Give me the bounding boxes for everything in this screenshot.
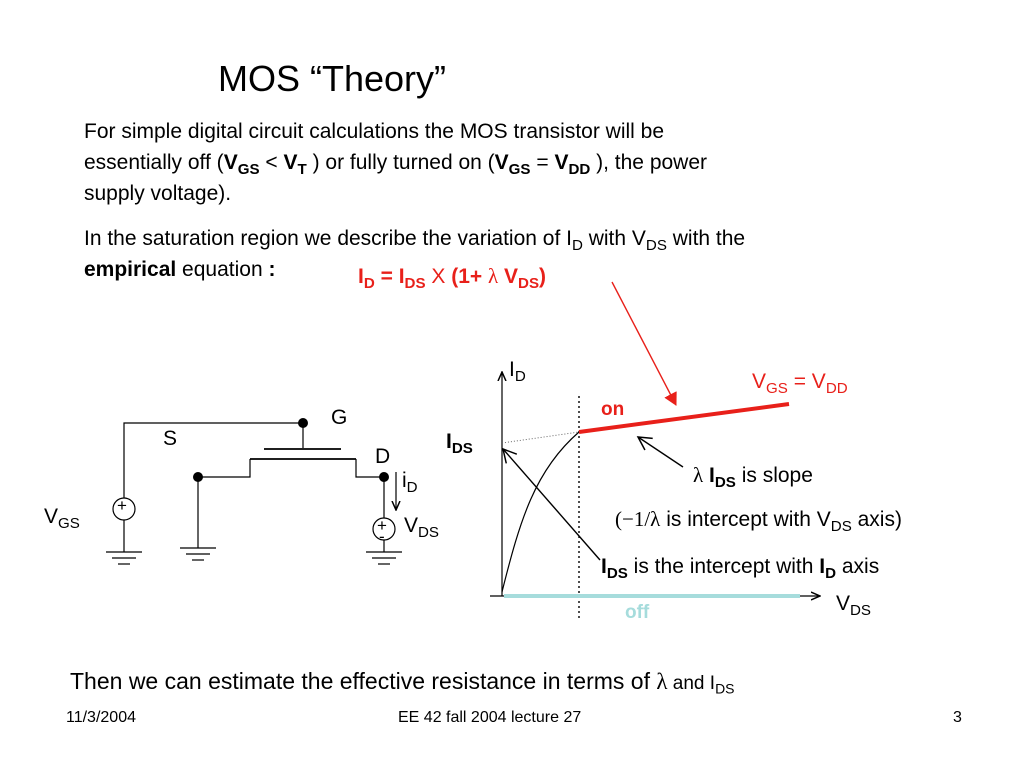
linear-region-curve bbox=[501, 431, 580, 593]
vgs-source-label: VGS bbox=[44, 505, 80, 532]
vds-axis-label: VDS bbox=[836, 592, 872, 619]
vdd-symbol: VDD bbox=[554, 151, 591, 178]
intro-line-3: supply voltage). bbox=[84, 182, 232, 205]
intro-line-2: essentially off (VGS < VT ) or fully tur… bbox=[84, 147, 707, 178]
lambda-symbol: λ bbox=[656, 669, 668, 694]
intro-text: essentially off ( bbox=[84, 151, 224, 174]
source-node bbox=[193, 472, 203, 482]
vds-plus-sign: + bbox=[377, 516, 387, 535]
drain-lead bbox=[355, 459, 384, 478]
gate-label: G bbox=[331, 406, 348, 429]
mosfet-circuit bbox=[106, 422, 402, 565]
ids-axis-label: IDS bbox=[446, 430, 473, 457]
slide-title: MOS “Theory” bbox=[218, 58, 447, 99]
saturation-paragraph: In the saturation region we describe the… bbox=[84, 223, 745, 285]
id-current-label: iD bbox=[402, 469, 418, 496]
vds-minus-sign: - bbox=[379, 527, 385, 546]
conclusion-text: Then we can estimate the effective resis… bbox=[70, 668, 735, 697]
footer-date: 11/3/2004 bbox=[66, 709, 136, 726]
empirical-word: empirical bbox=[84, 258, 177, 281]
intercept-arrow bbox=[501, 447, 601, 561]
vgs-plus-sign: + bbox=[117, 496, 127, 515]
ground-icon-source bbox=[180, 547, 216, 561]
footer-page-number: 3 bbox=[953, 709, 962, 726]
vgs-source bbox=[112, 497, 136, 521]
iv-graph bbox=[490, 281, 820, 620]
vt-symbol: VT bbox=[283, 151, 307, 178]
equals: = bbox=[530, 151, 555, 174]
lambda-symbol: λ bbox=[488, 264, 499, 288]
footer-course: EE 42 fall 2004 lecture 27 bbox=[398, 709, 582, 726]
off-label: off bbox=[625, 602, 650, 623]
vds-source bbox=[372, 517, 396, 541]
vgs-vdd-label: VGS = VDD bbox=[752, 370, 848, 397]
ids-extrapolation bbox=[501, 431, 580, 444]
empirical-equation: ID = IDS X (1+ λ VDS) bbox=[358, 264, 547, 292]
intercept-id-annotation: IDS is the intercept with ID axis bbox=[601, 555, 880, 582]
circuit-nodes bbox=[193, 418, 389, 482]
drain-label: D bbox=[375, 445, 391, 468]
vds-source-label: VDS bbox=[404, 514, 440, 541]
gate-wire bbox=[123, 422, 303, 498]
intro-line-1: For simple digital circuit calculations … bbox=[84, 120, 665, 143]
equation-arrow bbox=[611, 281, 677, 406]
intro-text: ) or fully turned on ( bbox=[306, 151, 495, 174]
source-lead bbox=[198, 459, 251, 478]
intro-text: ), the power bbox=[590, 151, 708, 174]
ground-icon-vds bbox=[366, 551, 402, 565]
id-axis-label: ID bbox=[509, 358, 526, 385]
on-label: on bbox=[601, 399, 625, 420]
source-label: S bbox=[163, 427, 178, 450]
intro-paragraph: For simple digital circuit calculations … bbox=[84, 116, 707, 209]
drain-node bbox=[379, 472, 389, 482]
on-state-line bbox=[578, 402, 790, 434]
slope-annotation: λ IDS is slope bbox=[693, 463, 813, 491]
saturation-line-2: empirical equation : bbox=[84, 258, 276, 281]
less-than: < bbox=[259, 151, 284, 174]
saturation-line-1: In the saturation region we describe the… bbox=[84, 227, 746, 254]
ground-icon-vgs bbox=[106, 551, 142, 565]
vgs-symbol: VGS bbox=[494, 151, 531, 178]
slope-arrow bbox=[636, 436, 684, 468]
vgs-symbol: VGS bbox=[223, 151, 260, 178]
intercept-vds-annotation: (−1/λ is intercept with VDS axis) bbox=[615, 507, 902, 535]
gate-node bbox=[298, 418, 308, 428]
